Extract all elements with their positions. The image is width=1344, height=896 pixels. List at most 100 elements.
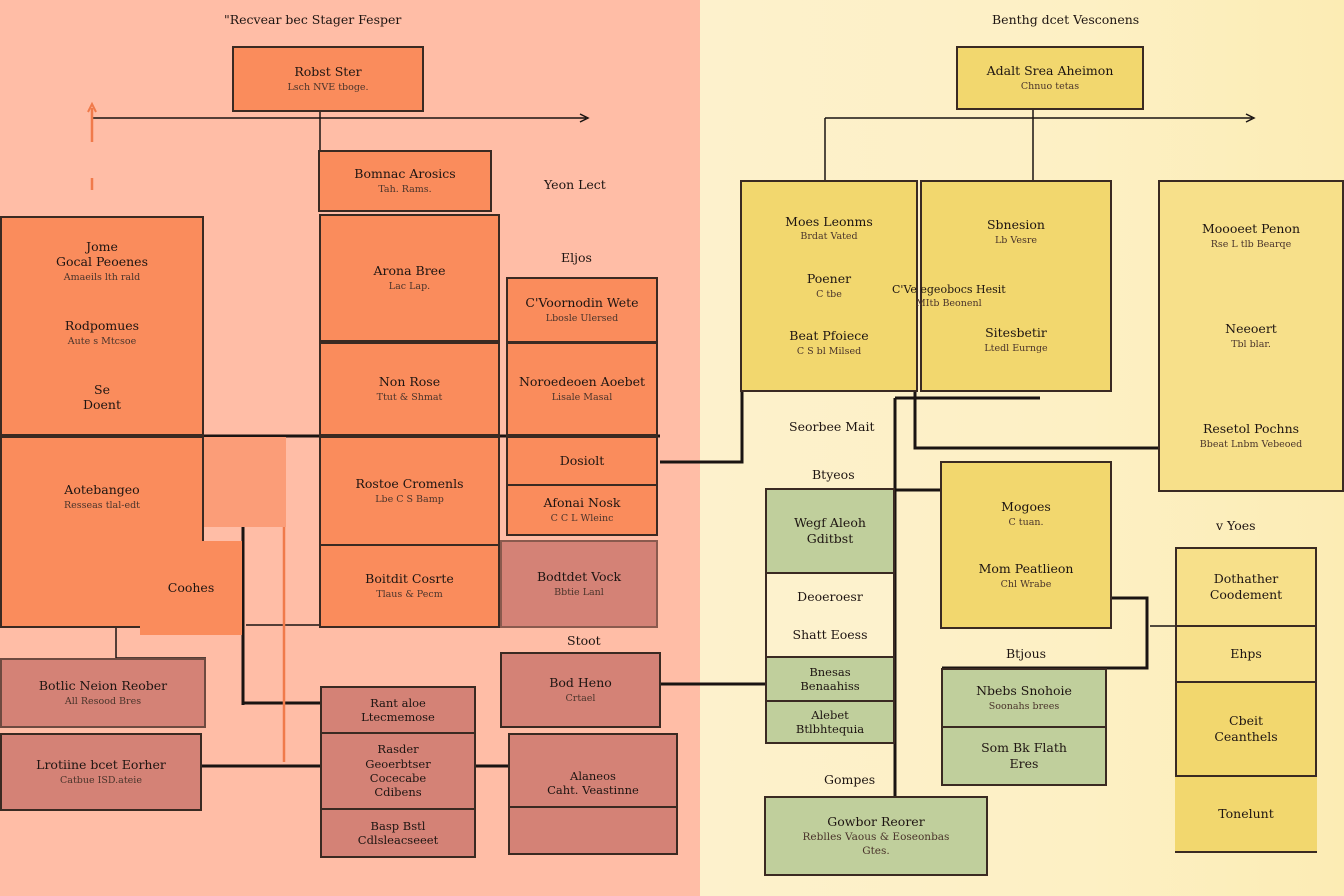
node-subtitle: C S bl Milsed	[796, 346, 862, 358]
node-title: Adalt Srea Aheimon	[986, 63, 1114, 79]
node-title: Arona Bree	[373, 263, 446, 279]
node-column-a[interactable]: Moes Leonms Brdat Vated Poener C tbe Bea…	[740, 180, 918, 392]
node-afonai-nosk[interactable]: Afonai Nosk C C L Wleinc	[506, 484, 658, 536]
node-title: Rant aloe Ltecmemose	[361, 695, 435, 724]
node-title: Alebet Btlbhtequia	[795, 707, 865, 736]
node-title: Deoeroesr	[797, 589, 863, 605]
node-som-bk-flath[interactable]: Som Bk Flath Eres	[941, 726, 1107, 786]
node-lrotiine-bcet-eorher[interactable]: Lrotiine bcet Eorher Catbue ISD.ateie	[0, 733, 202, 811]
node-voornodin-wete[interactable]: C'Voornodin Wete Lbosle Ulersed	[506, 277, 658, 343]
node-entry: Arona Bree Lac Lap.	[374, 263, 446, 293]
node-dosiolt[interactable]: Dosiolt	[506, 436, 658, 486]
node-alaneos[interactable]: Alaneos Caht. Veastinne	[508, 733, 678, 855]
right-root-node[interactable]: Adalt Srea Aheimon Chnuo tetas	[956, 46, 1144, 110]
node-subtitle: C tuan.	[1008, 516, 1044, 528]
label-gompes: Gompes	[824, 772, 876, 787]
divider	[508, 806, 678, 808]
node-wegf-aleoh[interactable]: Wegf Aleoh Gditbst	[765, 488, 895, 574]
node-title: Non Rose	[378, 374, 441, 390]
node-subtitle: Lsch NVE tboge.	[287, 81, 369, 93]
node-deoeroesr[interactable]: Deoeroesr Shatt Eoess	[765, 572, 895, 658]
node-entry: Afonai Nosk C C L Wleinc	[544, 495, 621, 525]
node-dothather[interactable]: Dothather Coodement	[1175, 547, 1317, 627]
node-boitdit-cosrte[interactable]: Boitdit Cosrte Tlaus & Pecm	[319, 544, 500, 628]
node-bnesas[interactable]: Bnesas Benaahiss	[765, 656, 895, 702]
overlap-note: C'Ve egeobocs Hesit MItb Beonenl	[892, 283, 1006, 310]
node-title: Tonelunt	[1218, 806, 1274, 822]
node-subtitle: Lisale Masal	[551, 391, 613, 403]
node-tonelunt[interactable]: Tonelunt	[1175, 777, 1317, 853]
node-nbebs-snohoie[interactable]: Nbebs Snohoie Soonahs brees	[941, 668, 1107, 728]
right-panel-title: Benthg dcet Vesconens	[992, 12, 1140, 27]
node-entry: Lrotiine bcet Eorher Catbue ISD.ateie	[36, 757, 166, 787]
node-subtitle: Brdat Vated	[800, 231, 858, 243]
node-column-c[interactable]: Moooeet Penon Rse L tlb Bearqe Neeoert T…	[1158, 180, 1344, 492]
node-non-rose[interactable]: Non Rose Ttut & Shmat	[319, 342, 500, 436]
node-mogoes[interactable]: Mogoes C tuan. Mom Peatlieon Chl Wrabe	[940, 461, 1112, 629]
node-subtitle: Chnuo tetas	[1020, 80, 1080, 92]
node-title: Mom Peatlieon	[978, 561, 1074, 576]
node-entry: C'Voornodin Wete Lbosle Ulersed	[525, 295, 638, 325]
node-title: Ehps	[1230, 646, 1262, 662]
node-bodtdet-vock[interactable]: Bodtdet Vock Bbtie Lanl	[500, 540, 658, 628]
node-subtitle: Lbe C S Bamp	[375, 493, 444, 505]
node-title: Bod Heno	[549, 675, 612, 691]
node-rasder[interactable]: Rasder Geoerbtser Cocecabe Cdibens	[320, 732, 476, 810]
node-title: Cbeit Ceanthels	[1214, 713, 1278, 744]
node-subtitle: Ttut & Shmat	[376, 391, 443, 403]
node-title: Sbnesion	[986, 217, 1045, 233]
node-title: Mogoes	[1001, 499, 1051, 515]
node-title: Basp Bstl Cdlsleacseeet	[357, 818, 439, 847]
node-subtitle: Soonahs brees	[988, 700, 1060, 712]
left-root-node[interactable]: Robst Ster Lsch NVE tboge.	[232, 46, 424, 112]
node-entry: Neeoert Tbl blar.	[1225, 321, 1277, 351]
node-entry: Sbnesion Lb Vesre	[987, 217, 1045, 247]
note-subtitle: MItb Beonenl	[916, 298, 982, 309]
node-cbeit[interactable]: Cbeit Ceanthels	[1175, 681, 1317, 777]
node-rostoe-cromenls[interactable]: Rostoe Cromenls Lbe C S Bamp	[319, 436, 500, 546]
node-title: Afonai Nosk	[543, 495, 621, 511]
node-title: Bomnac Arosics	[354, 166, 456, 182]
node-entry: Moes Leonms Brdat Vated	[785, 214, 873, 244]
node-entry: Rodpomues Aute s Mtcsoe	[65, 318, 139, 348]
node-subtitle: Rse L tlb Bearqe	[1210, 238, 1292, 250]
node-title: Wegf Aleoh Gditbst	[794, 515, 866, 546]
node-bomnac-arosics[interactable]: Bomnac Arosics Tah. Rams.	[318, 150, 492, 212]
node-bod-heno[interactable]: Bod Heno Crtael	[500, 652, 661, 728]
node-entry: Se Doent	[83, 382, 121, 413]
label-eljos: Eljos	[561, 250, 592, 265]
node-subtitle: Reblles Vaous & Eoseonbas Gtes.	[802, 831, 950, 857]
node-title: Moooeet Penon	[1201, 221, 1301, 237]
node-ehps[interactable]: Ehps	[1175, 627, 1317, 681]
node-title: Neeoert	[1225, 321, 1277, 337]
node-title: Bnesas Benaahiss	[800, 664, 860, 693]
node-entry: Nbebs Snohoie Soonahs brees	[976, 683, 1072, 713]
note-title: C'Ve egeobocs Hesit	[892, 283, 1006, 296]
node-alebet[interactable]: Alebet Btlbhtequia	[765, 700, 895, 744]
node-subtitle: Aute s Mtcsoe	[67, 335, 137, 347]
node-title: Lrotiine bcet Eorher	[36, 757, 166, 773]
node-entry: Som Bk Flath Eres	[981, 740, 1067, 771]
node-column-b[interactable]: Sbnesion Lb Vesre . Sitesbetir Ltedl Eur…	[920, 180, 1112, 392]
node-subtitle: Crtael	[565, 692, 596, 704]
node-coohes[interactable]: Coohes	[140, 541, 242, 635]
node-basp-bstl[interactable]: Basp Bstl Cdlsleacseeet	[320, 808, 476, 858]
node-subtitle: Lb Vesre	[994, 234, 1038, 246]
node-subtitle: Bbeat Lnbm Vebeoed	[1199, 438, 1303, 450]
node-arona-bree[interactable]: Arona Bree Lac Lap.	[319, 214, 500, 342]
node-title: Rasder Geoerbtser Cocecabe Cdibens	[365, 742, 431, 800]
node-title: Boitdit Cosrte	[365, 571, 454, 587]
node-entry: Bomnac Arosics Tah. Rams.	[354, 166, 455, 196]
node-title: Eres	[1009, 756, 1039, 771]
node-rant-aloe[interactable]: Rant aloe Ltecmemose	[320, 686, 476, 734]
node-title: Aotebangeo	[64, 482, 140, 497]
label-stoot: Stoot	[567, 633, 601, 648]
node-botlic-neion-reober[interactable]: Botlic Neion Reober All Resood Bres	[0, 658, 206, 728]
node-gowbor-reorer[interactable]: Gowbor Reorer Reblles Vaous & Eoseonbas …	[764, 796, 988, 876]
label-voes: v Yoes	[1216, 518, 1256, 533]
node-left-tall[interactable]: Jome Gocal Peoenes Amaeils lth rald Rodp…	[0, 216, 204, 436]
node-entry: Beat Pfoiece C S bl Milsed	[789, 328, 868, 358]
node-title: Dosiolt	[559, 453, 605, 469]
node-noroedeoen-aoebet[interactable]: Noroedeoen Aoebet Lisale Masal	[506, 342, 658, 436]
